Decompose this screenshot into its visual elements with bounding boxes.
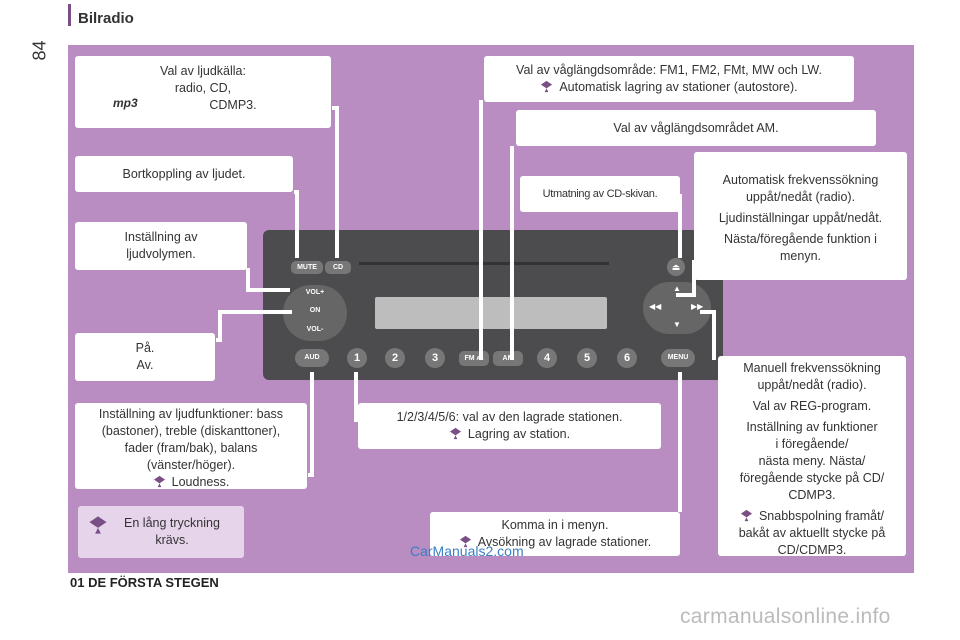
manual-seek-line-8: CDMP3. (788, 488, 836, 502)
page-header: Bilradio (78, 10, 134, 27)
long-press-icon (459, 535, 471, 548)
eject-icon: ⏏ (671, 262, 681, 272)
audio-line-1: Inställning av ljudfunktioner: bass (98, 407, 284, 421)
manual-seek-line-1: Manuell frekvenssökning (743, 361, 881, 375)
long-press-icon (449, 427, 461, 440)
auto-seek-line-1: Automatisk frekvenssökning (722, 173, 879, 187)
source-line-3-text: CDMP3. (209, 98, 257, 112)
callout-auto-seek: Automatisk frekvenssökning uppåt/nedåt (… (694, 152, 907, 280)
callout-bands: Val av våglängdsområde: FM1, FM2, FMt, M… (484, 56, 854, 102)
vol-minus-label: VOL- (306, 326, 324, 333)
callout-mute: Bortkoppling av ljudet. (75, 156, 293, 192)
long-press-line-1: En lång tryckning (124, 516, 220, 530)
cd-slot (359, 262, 609, 265)
manual-seek-hint-3: CD/CDMP3. (777, 543, 847, 557)
section-footer: 01 DE FÖRSTA STEGEN (70, 575, 219, 590)
source-line-2: radio, CD, (174, 81, 232, 95)
long-press-icon (153, 475, 165, 488)
fast-forward-icon: ▶▶ (691, 302, 704, 311)
long-press-icon (89, 516, 107, 534)
presets-hint-line: Lagring av station. (358, 426, 661, 443)
auto-seek-line-3: Ljudinställningar uppåt/nedåt. (718, 211, 883, 225)
up-arrow-icon: ▲ (673, 284, 681, 293)
menu-button[interactable]: MENU (661, 349, 695, 367)
preset-button-1[interactable]: 1 (347, 348, 367, 368)
preset-button-4[interactable]: 4 (537, 348, 557, 368)
vol-plus-label: VOL+ (305, 289, 325, 296)
callout-volume: Inställning av ljudvolymen. (75, 222, 247, 270)
manual-seek-line-6: nästa meny. Nästa/ (758, 454, 866, 468)
volume-knob[interactable]: VOL+ ON VOL- (283, 285, 347, 341)
auto-seek-line-5: menyn. (780, 249, 821, 263)
fm-label: FM (464, 355, 475, 362)
audio-hint-line: Loudness. (75, 474, 307, 491)
callout-on-off: På. Av. (75, 333, 215, 381)
mp3-logo-icon: mp3 (113, 96, 138, 110)
audio-line-2: (bastoner), treble (diskanttoner), (101, 424, 281, 438)
car-radio-unit: MUTE CD VOL+ ON VOL- AUD 1 2 3 FM AS AM … (263, 230, 723, 380)
rewind-icon: ◀◀ (649, 302, 662, 311)
aud-button[interactable]: AUD (295, 349, 329, 367)
source-line-1: Val av ljudkälla: (160, 64, 246, 78)
mute-button[interactable]: MUTE (291, 261, 323, 274)
manual-seek-line-4: Inställning av funktioner (746, 420, 878, 434)
auto-seek-line-4: Nästa/föregående funktion i (724, 232, 877, 246)
callout-menu: Komma in i menyn. Avsökning av lagrade s… (430, 512, 680, 556)
header-accent-bar (68, 4, 71, 26)
manual-seek-hint-1: Snabbspolning framåt/ (718, 508, 906, 525)
manual-seek-line-3: Val av REG-program. (752, 399, 872, 413)
callout-manual-seek: Manuell frekvenssökning uppåt/nedåt (rad… (718, 356, 906, 557)
off-line: Av. (136, 358, 154, 372)
audio-line-4: (vänster/höger). (146, 458, 236, 472)
menu-hint-text: Avsökning av lagrade stationer. (477, 535, 652, 549)
on-label: ON (309, 307, 321, 314)
manual-seek-hint-1-text: Snabbspolning framåt/ (758, 509, 885, 523)
preset-button-3[interactable]: 3 (425, 348, 445, 368)
watermark-carmanualsonline: carmanualsonline.info (680, 605, 891, 628)
callout-am: Val av våglängdsområdet AM. (516, 110, 876, 146)
eject-button[interactable]: ⏏ (667, 258, 685, 276)
bands-hint-text: Automatisk lagring av stationer (autosto… (559, 80, 798, 94)
manual-seek-line-2: uppåt/nedåt (radio). (757, 378, 867, 392)
auto-seek-line-2: uppåt/nedåt (radio). (745, 190, 856, 204)
callout-eject: Utmatning av CD-skivan. (520, 176, 680, 212)
bands-hint-line: Automatisk lagring av stationer (autosto… (484, 79, 854, 96)
watermark-carmanuals2: CarManuals2.com (410, 543, 524, 559)
menu-line-1: Komma in i menyn. (501, 518, 609, 532)
volume-line-2: ljudvolymen. (126, 247, 196, 261)
audio-line-3: fader (fram/bak), balans (124, 441, 258, 455)
seek-navigation-pad[interactable]: ▲ ◀◀ ▶▶ ▼ (643, 282, 711, 334)
callout-audio-functions: Inställning av ljudfunktioner: bass (bas… (75, 403, 307, 489)
down-arrow-icon: ▼ (673, 320, 681, 329)
cd-button[interactable]: CD (325, 261, 351, 274)
long-press-icon (541, 80, 553, 93)
radio-display (375, 297, 607, 329)
manual-seek-line-7: föregående stycke på CD/ (739, 471, 885, 485)
menu-hint-line: Avsökning av lagrade stationer. (430, 534, 680, 551)
presets-hint-text: Lagring av station. (467, 427, 571, 441)
long-press-line-2: krävs. (155, 533, 189, 547)
callout-presets: 1/2/3/4/5/6: val av den lagrade statione… (358, 403, 661, 449)
manual-seek-hint-2: bakåt av aktuellt stycke på (738, 526, 886, 540)
presets-line-1: 1/2/3/4/5/6: val av den lagrade statione… (396, 410, 623, 424)
volume-line-1: Inställning av (124, 230, 198, 244)
preset-button-2[interactable]: 2 (385, 348, 405, 368)
callout-source: Val av ljudkälla: radio, CD, CDMP3. mp3 (75, 56, 331, 128)
long-press-icon (740, 509, 753, 522)
callout-long-press-legend: En lång tryckning krävs. (78, 506, 244, 558)
on-line: På. (135, 341, 155, 355)
audio-hint-text: Loudness. (171, 475, 230, 489)
manual-seek-line-5: i föregående/ (775, 437, 849, 451)
source-line-3: CDMP3. mp3 (75, 96, 331, 114)
preset-button-6[interactable]: 6 (617, 348, 637, 368)
bands-line-1: Val av våglängdsområde: FM1, FM2, FMt, M… (516, 63, 822, 77)
preset-button-5[interactable]: 5 (577, 348, 597, 368)
am-button[interactable]: AM (493, 351, 523, 366)
